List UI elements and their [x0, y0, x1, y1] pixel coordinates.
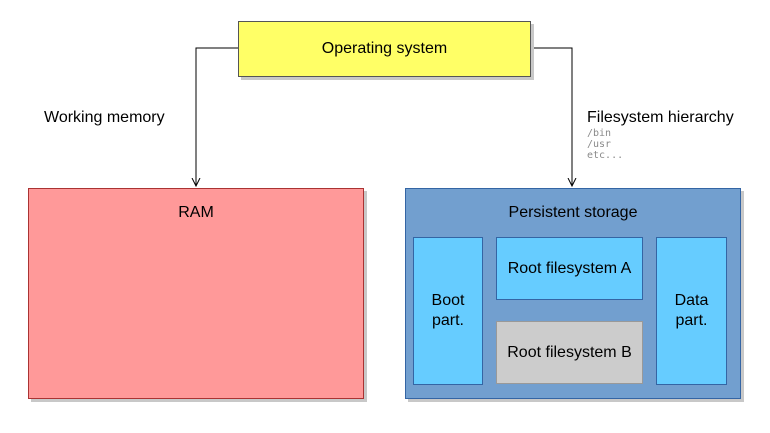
persistent-storage-label: Persistent storage: [508, 204, 638, 221]
path-usr: /usr: [587, 139, 612, 150]
arrow-os-to-storage: [531, 47, 572, 186]
data-partition-label: Data part.: [674, 292, 709, 329]
ram-box: RAM: [28, 188, 364, 399]
arrow-os-to-ram: [196, 47, 238, 186]
boot-partition-label: Boot part.: [431, 292, 465, 329]
filesystem-hierarchy-label: Filesystem hierarchy: [587, 109, 734, 126]
root-filesystem-a-label: Root filesystem A: [507, 259, 632, 277]
data-partition-box: Data part.: [656, 237, 727, 385]
root-filesystem-b-box: Root filesystem B: [496, 321, 643, 384]
root-filesystem-a-box: Root filesystem A: [496, 237, 643, 300]
working-memory-label: Working memory: [44, 109, 165, 126]
operating-system-label: Operating system: [321, 40, 448, 57]
boot-partition-box: Boot part.: [413, 237, 483, 385]
operating-system-box: Operating system: [238, 21, 531, 77]
path-bin: /bin: [587, 128, 612, 139]
ram-label: RAM: [178, 204, 214, 221]
path-etc: etc...: [587, 150, 624, 161]
root-filesystem-b-label: Root filesystem B: [507, 343, 632, 361]
